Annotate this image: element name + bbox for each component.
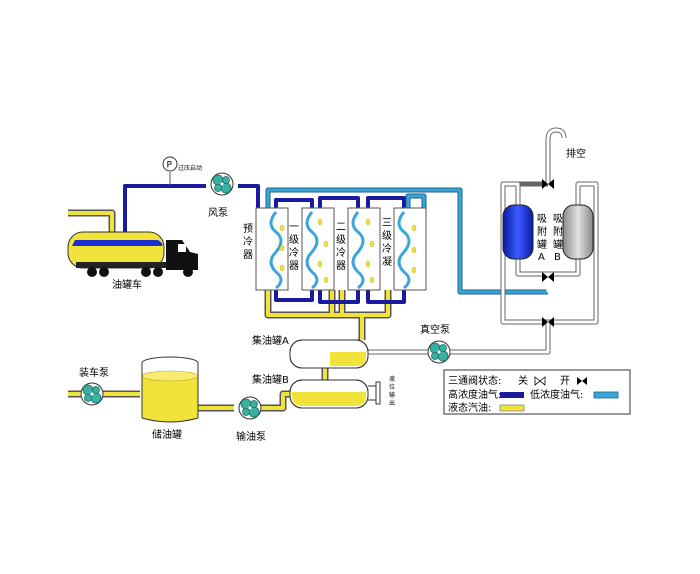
output-pump-label: 输油泵 (236, 430, 266, 443)
vent-label: 排空 (566, 147, 586, 160)
svg-text:输: 输 (389, 391, 395, 399)
output-pump-icon (238, 396, 262, 420)
svg-text:器: 器 (336, 260, 346, 272)
svg-text:吸: 吸 (537, 214, 547, 225)
storage-tank (141, 356, 199, 423)
svg-text:器: 器 (243, 249, 253, 261)
storage-tank-label: 储油罐 (152, 428, 182, 441)
svg-text:一: 一 (289, 222, 299, 233)
adsorber-a-label: 吸 附 罐 A (537, 214, 547, 263)
svg-text:罐: 罐 (537, 238, 547, 251)
legend: 三通阀状态: 关 开 高浓度油气: 低浓度油气: 液态汽油: (443, 369, 631, 415)
svg-text:P: P (167, 161, 173, 171)
legend-high-gas-swatch (500, 392, 524, 398)
svg-text:冷: 冷 (382, 242, 392, 255)
cooler3-label: 三 级 冷 凝 (382, 218, 392, 268)
svg-text:二: 二 (336, 222, 346, 233)
vacuum-pump-icon (427, 340, 451, 364)
fan-pump-icon (210, 172, 234, 196)
pressure-gauge: P (162, 156, 178, 172)
svg-text:级: 级 (289, 234, 299, 246)
adsorber-b-label: 吸 附 罐 B (553, 214, 563, 263)
svg-text:罐: 罐 (553, 238, 563, 251)
precooler-label: 预 冷 器 (243, 223, 253, 261)
legend-valve-state: 三通阀状态: (448, 374, 501, 387)
legend-liquid-label: 液态汽油: (448, 401, 491, 414)
svg-text:B: B (554, 252, 561, 263)
svg-text:级: 级 (382, 230, 392, 242)
svg-text:附: 附 (537, 225, 547, 238)
cooler2-label: 二 级 冷 器 (336, 222, 346, 272)
legend-low-gas-swatch (593, 391, 619, 399)
valve-closed-icon (534, 376, 546, 386)
svg-text:冷: 冷 (336, 246, 346, 259)
legend-low-gas-label: 低浓度油气: (530, 388, 583, 401)
level-output-label: 液 位 输 出 (389, 375, 395, 407)
truck-label: 油罐车 (112, 278, 142, 291)
tank-b-label: 集油罐B (252, 373, 289, 386)
valve-open-icon (577, 377, 587, 385)
svg-text:附: 附 (553, 225, 563, 238)
svg-text:出: 出 (389, 399, 395, 407)
vacuum-pump-label: 真空泵 (420, 323, 450, 336)
svg-text:A: A (538, 252, 545, 263)
svg-text:冷: 冷 (243, 235, 253, 248)
collector-tank-b (289, 379, 381, 409)
legend-open-label: 开 (560, 376, 570, 387)
svg-text:三: 三 (382, 218, 392, 229)
svg-text:级: 级 (336, 234, 346, 246)
condenser-units (255, 207, 427, 291)
adsorber-a (502, 204, 534, 260)
svg-text:吸: 吸 (553, 214, 563, 225)
svg-text:凝: 凝 (382, 256, 392, 268)
svg-text:位: 位 (389, 383, 395, 391)
loading-pump-icon (80, 382, 104, 406)
tank-a-label: 集油罐A (252, 334, 289, 347)
legend-liquid-swatch (499, 404, 525, 412)
loading-pump-label: 装车泵 (79, 366, 109, 379)
svg-text:液: 液 (389, 375, 395, 383)
svg-text:冷: 冷 (289, 246, 299, 259)
svg-text:器: 器 (289, 260, 299, 272)
vent-pipe (545, 127, 567, 160)
tanker-truck (67, 231, 198, 277)
cooler1-label: 一 级 冷 器 (289, 222, 299, 272)
collector-tank-a (289, 339, 369, 369)
legend-high-gas-label: 高浓度油气: (448, 388, 501, 401)
svg-text:预: 预 (243, 223, 253, 235)
fan-pump-label: 风泵 (208, 207, 228, 219)
legend-closed-label: 关 (518, 374, 528, 387)
overpressure-label: 过压启动 (178, 164, 202, 172)
adsorber-b (562, 204, 594, 260)
